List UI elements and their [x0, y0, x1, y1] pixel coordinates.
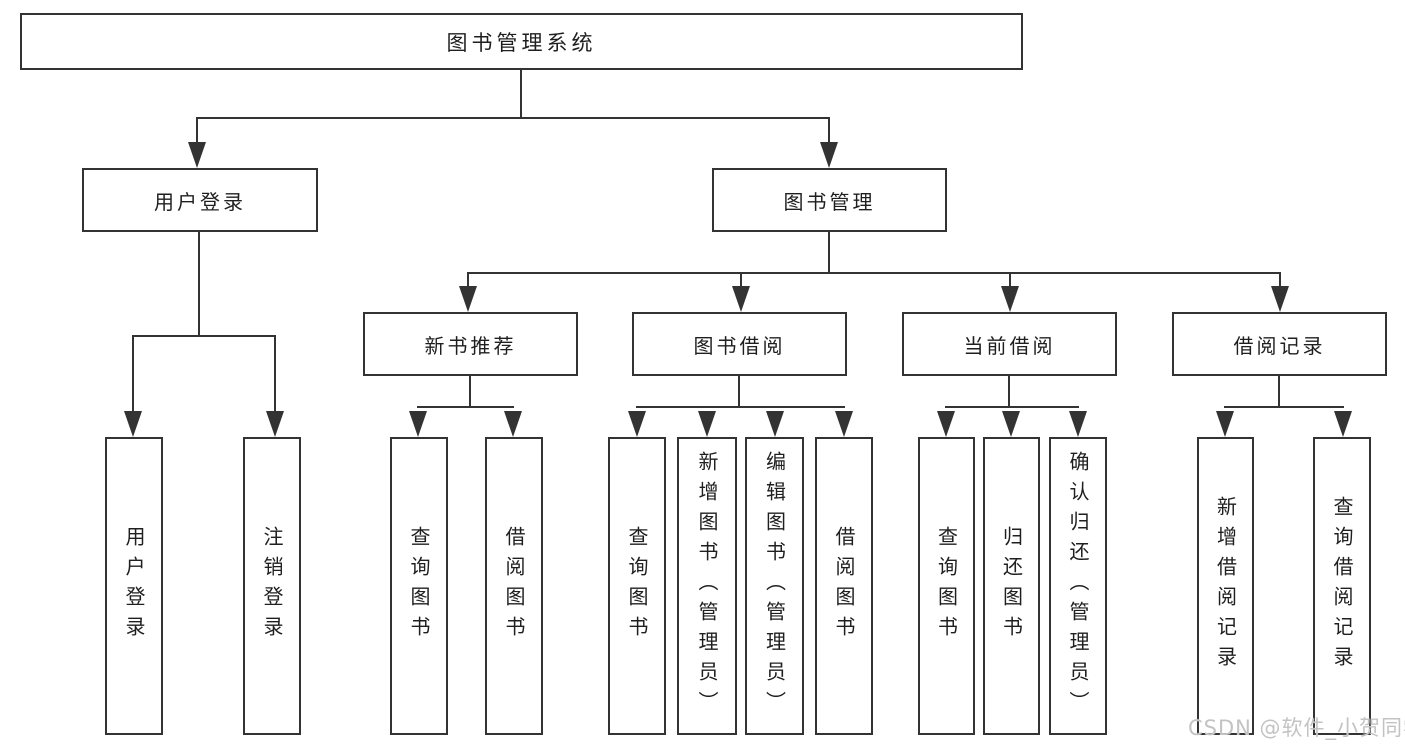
connector-line-v: [740, 272, 742, 295]
arrow-down-icon: [766, 411, 784, 437]
arrow-down-icon: [188, 142, 206, 168]
connector-line-h: [417, 406, 514, 408]
arrow-down-icon: [459, 286, 477, 312]
connector-line-v: [1279, 272, 1281, 295]
arrow-down-icon: [1216, 411, 1234, 437]
connector-line-h: [132, 335, 276, 337]
node-book-borrow-label: 图书借阅: [693, 333, 786, 358]
leaf-confirm-return-admin: 确认归还（管理员）: [1049, 437, 1107, 735]
node-borrow-records-label: 借阅记录: [1233, 333, 1326, 358]
arrow-down-icon: [937, 411, 955, 437]
leaf-query-book-2: 查询图书: [608, 437, 666, 735]
watermark: CSDN @软件_小贺同学: [1188, 716, 1405, 740]
connector-line-v: [132, 335, 134, 420]
connector-line-h: [636, 406, 845, 408]
connector-line-h: [467, 272, 1281, 274]
arrow-down-icon: [698, 411, 716, 437]
leaf-return-book: 归还图书: [983, 437, 1040, 735]
arrow-down-icon: [628, 411, 646, 437]
node-current-borrow: 当前借阅: [902, 312, 1117, 376]
leaf-confirm-return-admin-label: 确认归还（管理员）: [1066, 451, 1090, 721]
node-book-management: 图书管理: [712, 168, 947, 232]
leaf-query-book-1-label: 查询图书: [407, 526, 431, 646]
arrow-down-icon: [409, 411, 427, 437]
leaf-edit-book-admin-label: 编辑图书（管理员）: [762, 451, 787, 721]
arrow-down-icon: [835, 411, 853, 437]
leaf-logout-label: 注销登录: [260, 526, 284, 646]
node-root-label: 图书管理系统: [446, 30, 597, 55]
leaf-query-book-3: 查询图书: [918, 437, 975, 735]
node-new-book-recommend: 新书推荐: [363, 312, 578, 376]
node-root: 图书管理系统: [20, 13, 1023, 70]
connector-line-v: [196, 117, 198, 150]
connector-line-v: [469, 376, 471, 408]
connector-line-h: [196, 117, 830, 119]
leaf-query-book-3-label: 查询图书: [934, 526, 959, 646]
node-book-management-label: 图书管理: [783, 189, 876, 214]
leaf-borrow-book-1: 借阅图书: [485, 437, 543, 735]
node-book-borrow: 图书借阅: [632, 312, 847, 376]
leaf-query-book-2-label: 查询图书: [625, 526, 649, 646]
connector-line-v: [738, 376, 740, 408]
connector-line-v: [828, 232, 830, 274]
leaf-query-book-1: 查询图书: [390, 437, 448, 735]
arrow-down-icon: [1271, 286, 1289, 312]
leaf-query-borrow-record-label: 查询借阅记录: [1330, 496, 1354, 676]
connector-line-v: [1278, 376, 1280, 408]
connector-line-v: [828, 117, 830, 150]
node-borrow-records: 借阅记录: [1172, 312, 1387, 376]
arrow-down-icon: [820, 142, 838, 168]
arrow-down-icon: [504, 411, 522, 437]
node-user-login: 用户登录: [82, 168, 318, 232]
arrow-down-icon: [1334, 411, 1352, 437]
leaf-add-borrow-record-label: 新增借阅记录: [1213, 496, 1238, 676]
connector-line-v: [467, 272, 469, 295]
connector-line-v: [198, 232, 200, 337]
connector-line-v: [1008, 376, 1010, 408]
leaf-return-book-label: 归还图书: [999, 526, 1024, 646]
node-new-book-recommend-label: 新书推荐: [424, 333, 517, 358]
node-current-borrow-label: 当前借阅: [963, 333, 1056, 358]
leaf-borrow-book-1-label: 借阅图书: [502, 526, 526, 646]
leaf-add-book-admin: 新增图书（管理员）: [677, 437, 737, 735]
connector-line-v: [274, 335, 276, 420]
leaf-borrow-book-2-label: 借阅图书: [832, 526, 856, 646]
connector-line-v: [520, 70, 522, 119]
arrow-down-icon: [266, 411, 284, 437]
leaf-edit-book-admin: 编辑图书（管理员）: [745, 437, 804, 735]
leaf-borrow-book-2: 借阅图书: [815, 437, 873, 735]
connector-line-h: [945, 406, 1079, 408]
leaf-query-borrow-record: 查询借阅记录: [1313, 437, 1371, 735]
arrow-down-icon: [732, 286, 750, 312]
leaf-user-login-label: 用户登录: [122, 526, 146, 646]
leaf-add-book-admin-label: 新增图书（管理员）: [695, 451, 719, 721]
leaf-logout: 注销登录: [243, 437, 301, 735]
connector-line-h: [1224, 406, 1344, 408]
arrow-down-icon: [1069, 411, 1087, 437]
arrow-down-icon: [124, 411, 142, 437]
leaf-add-borrow-record: 新增借阅记录: [1197, 437, 1254, 735]
leaf-user-login: 用户登录: [105, 437, 163, 735]
node-user-login-label: 用户登录: [154, 189, 246, 214]
arrow-down-icon: [1001, 286, 1019, 312]
connector-line-v: [1009, 272, 1011, 295]
arrow-down-icon: [1002, 411, 1020, 437]
